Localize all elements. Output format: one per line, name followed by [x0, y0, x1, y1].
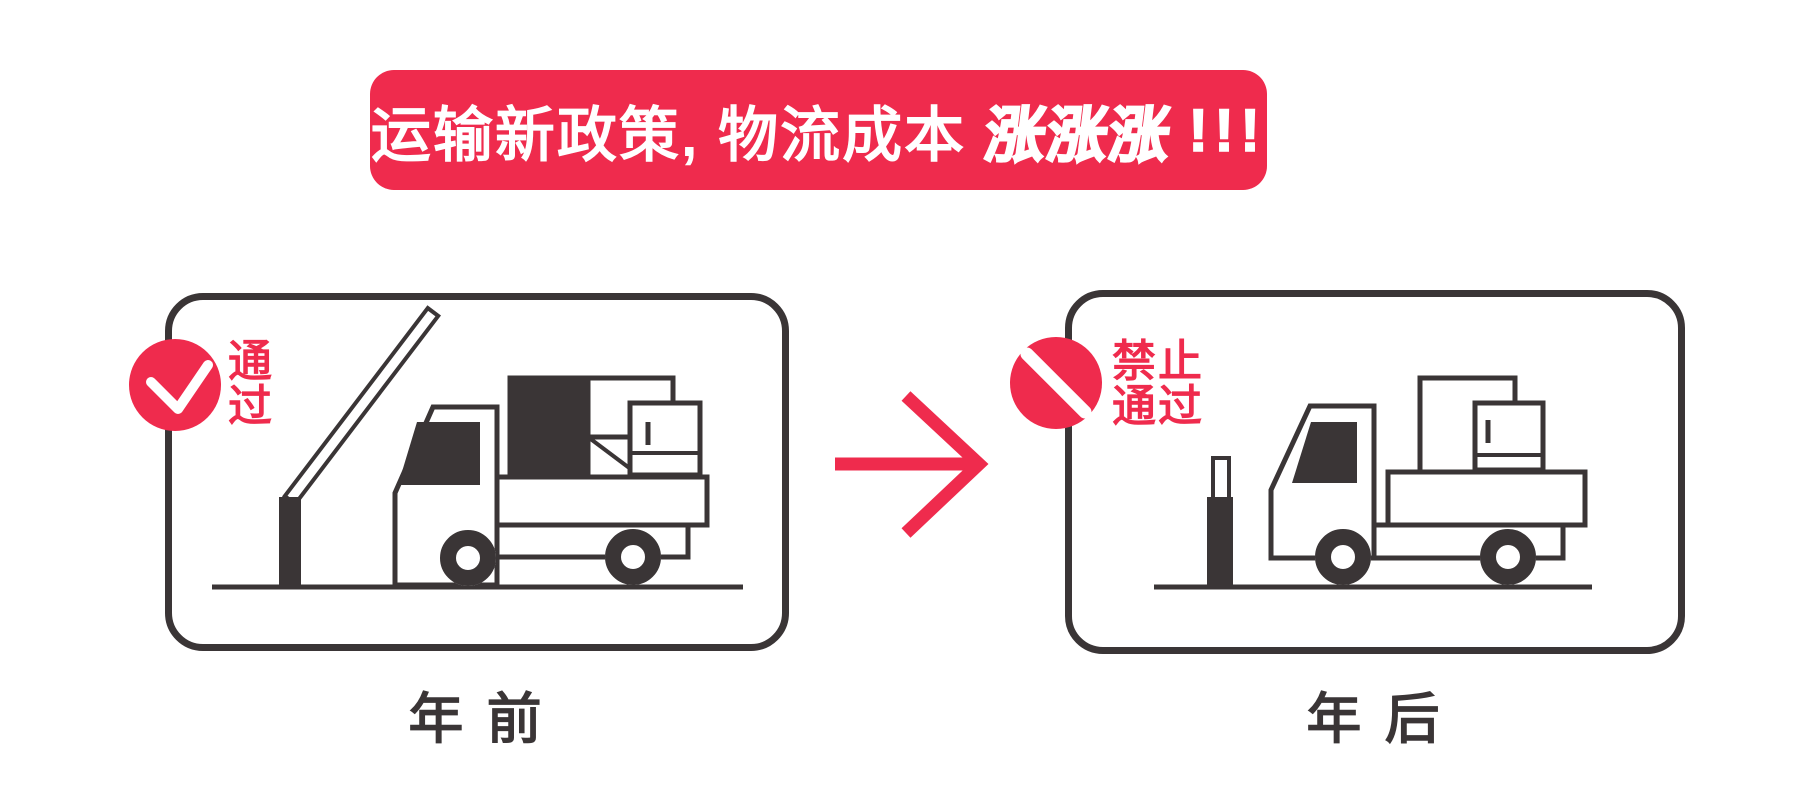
- check-badge: [129, 339, 221, 431]
- arrow-right-icon: [835, 391, 989, 538]
- no-entry-icon: [1020, 347, 1092, 419]
- headline-exclaim: !!!: [1187, 96, 1267, 165]
- after-caption: 年 后: [1306, 688, 1444, 750]
- headline-text: 运输新政策, 物流成本: [370, 101, 967, 169]
- check-icon: [146, 360, 213, 414]
- pass-label: 通过: [228, 337, 274, 431]
- headline-emphasis: 涨涨涨: [980, 100, 1177, 170]
- no-entry-badge: [1010, 337, 1102, 429]
- no-pass-label: 禁止通过: [1112, 337, 1204, 431]
- headline-banner: 运输新政策, 物流成本 涨涨涨 !!!: [370, 70, 1267, 190]
- before-caption: 年 前: [408, 688, 546, 750]
